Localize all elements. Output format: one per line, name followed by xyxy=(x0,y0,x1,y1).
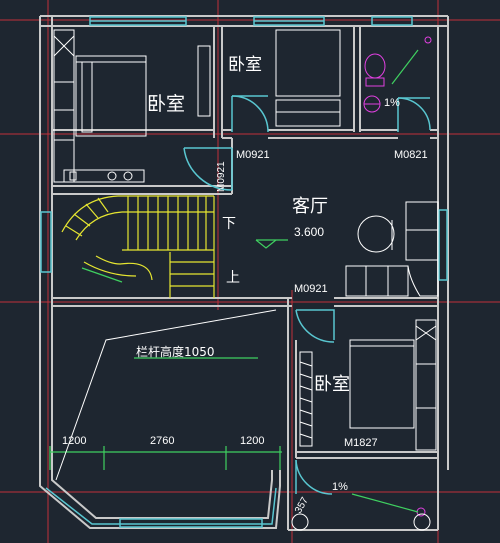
balcony-dimension: 357 xyxy=(293,495,311,515)
annotations xyxy=(49,49,419,513)
stair xyxy=(61,195,215,298)
stair-down-label: 下 xyxy=(222,216,236,232)
railing-note: 栏杆高度1050 xyxy=(136,344,215,359)
door-label-bottom-right: M1827 xyxy=(344,437,378,449)
dimension-1: 1200 xyxy=(62,435,86,447)
door-label-top-middle: M0921 xyxy=(236,149,270,161)
floor-level: 3.600 xyxy=(294,225,324,239)
room-label-bedroom-bottom-right: 卧室 xyxy=(314,374,350,395)
dimension-2: 2760 xyxy=(150,435,174,447)
labels: 卧室 卧室 客厅 卧室 3.600 下 上 M0921 M0921 M0821 … xyxy=(62,55,428,516)
bath-slope: 1% xyxy=(384,97,400,109)
walls xyxy=(39,15,449,531)
door-label-vertical: M0921 xyxy=(216,161,227,192)
room-label-bedroom-top-left: 卧室 xyxy=(147,93,185,115)
balcony-slope: 1% xyxy=(332,481,348,493)
door-label-top-right: M0821 xyxy=(394,149,428,161)
door-label-center: M0921 xyxy=(294,283,328,295)
dimension-3: 1200 xyxy=(240,435,264,447)
room-label-bedroom-top-middle: 卧室 xyxy=(228,55,262,75)
room-label-living-room: 客厅 xyxy=(292,196,328,217)
windows xyxy=(40,16,448,528)
stair-up-label: 上 xyxy=(226,270,240,286)
leader-lines xyxy=(55,309,277,481)
doors xyxy=(183,95,431,495)
furniture xyxy=(53,29,439,531)
